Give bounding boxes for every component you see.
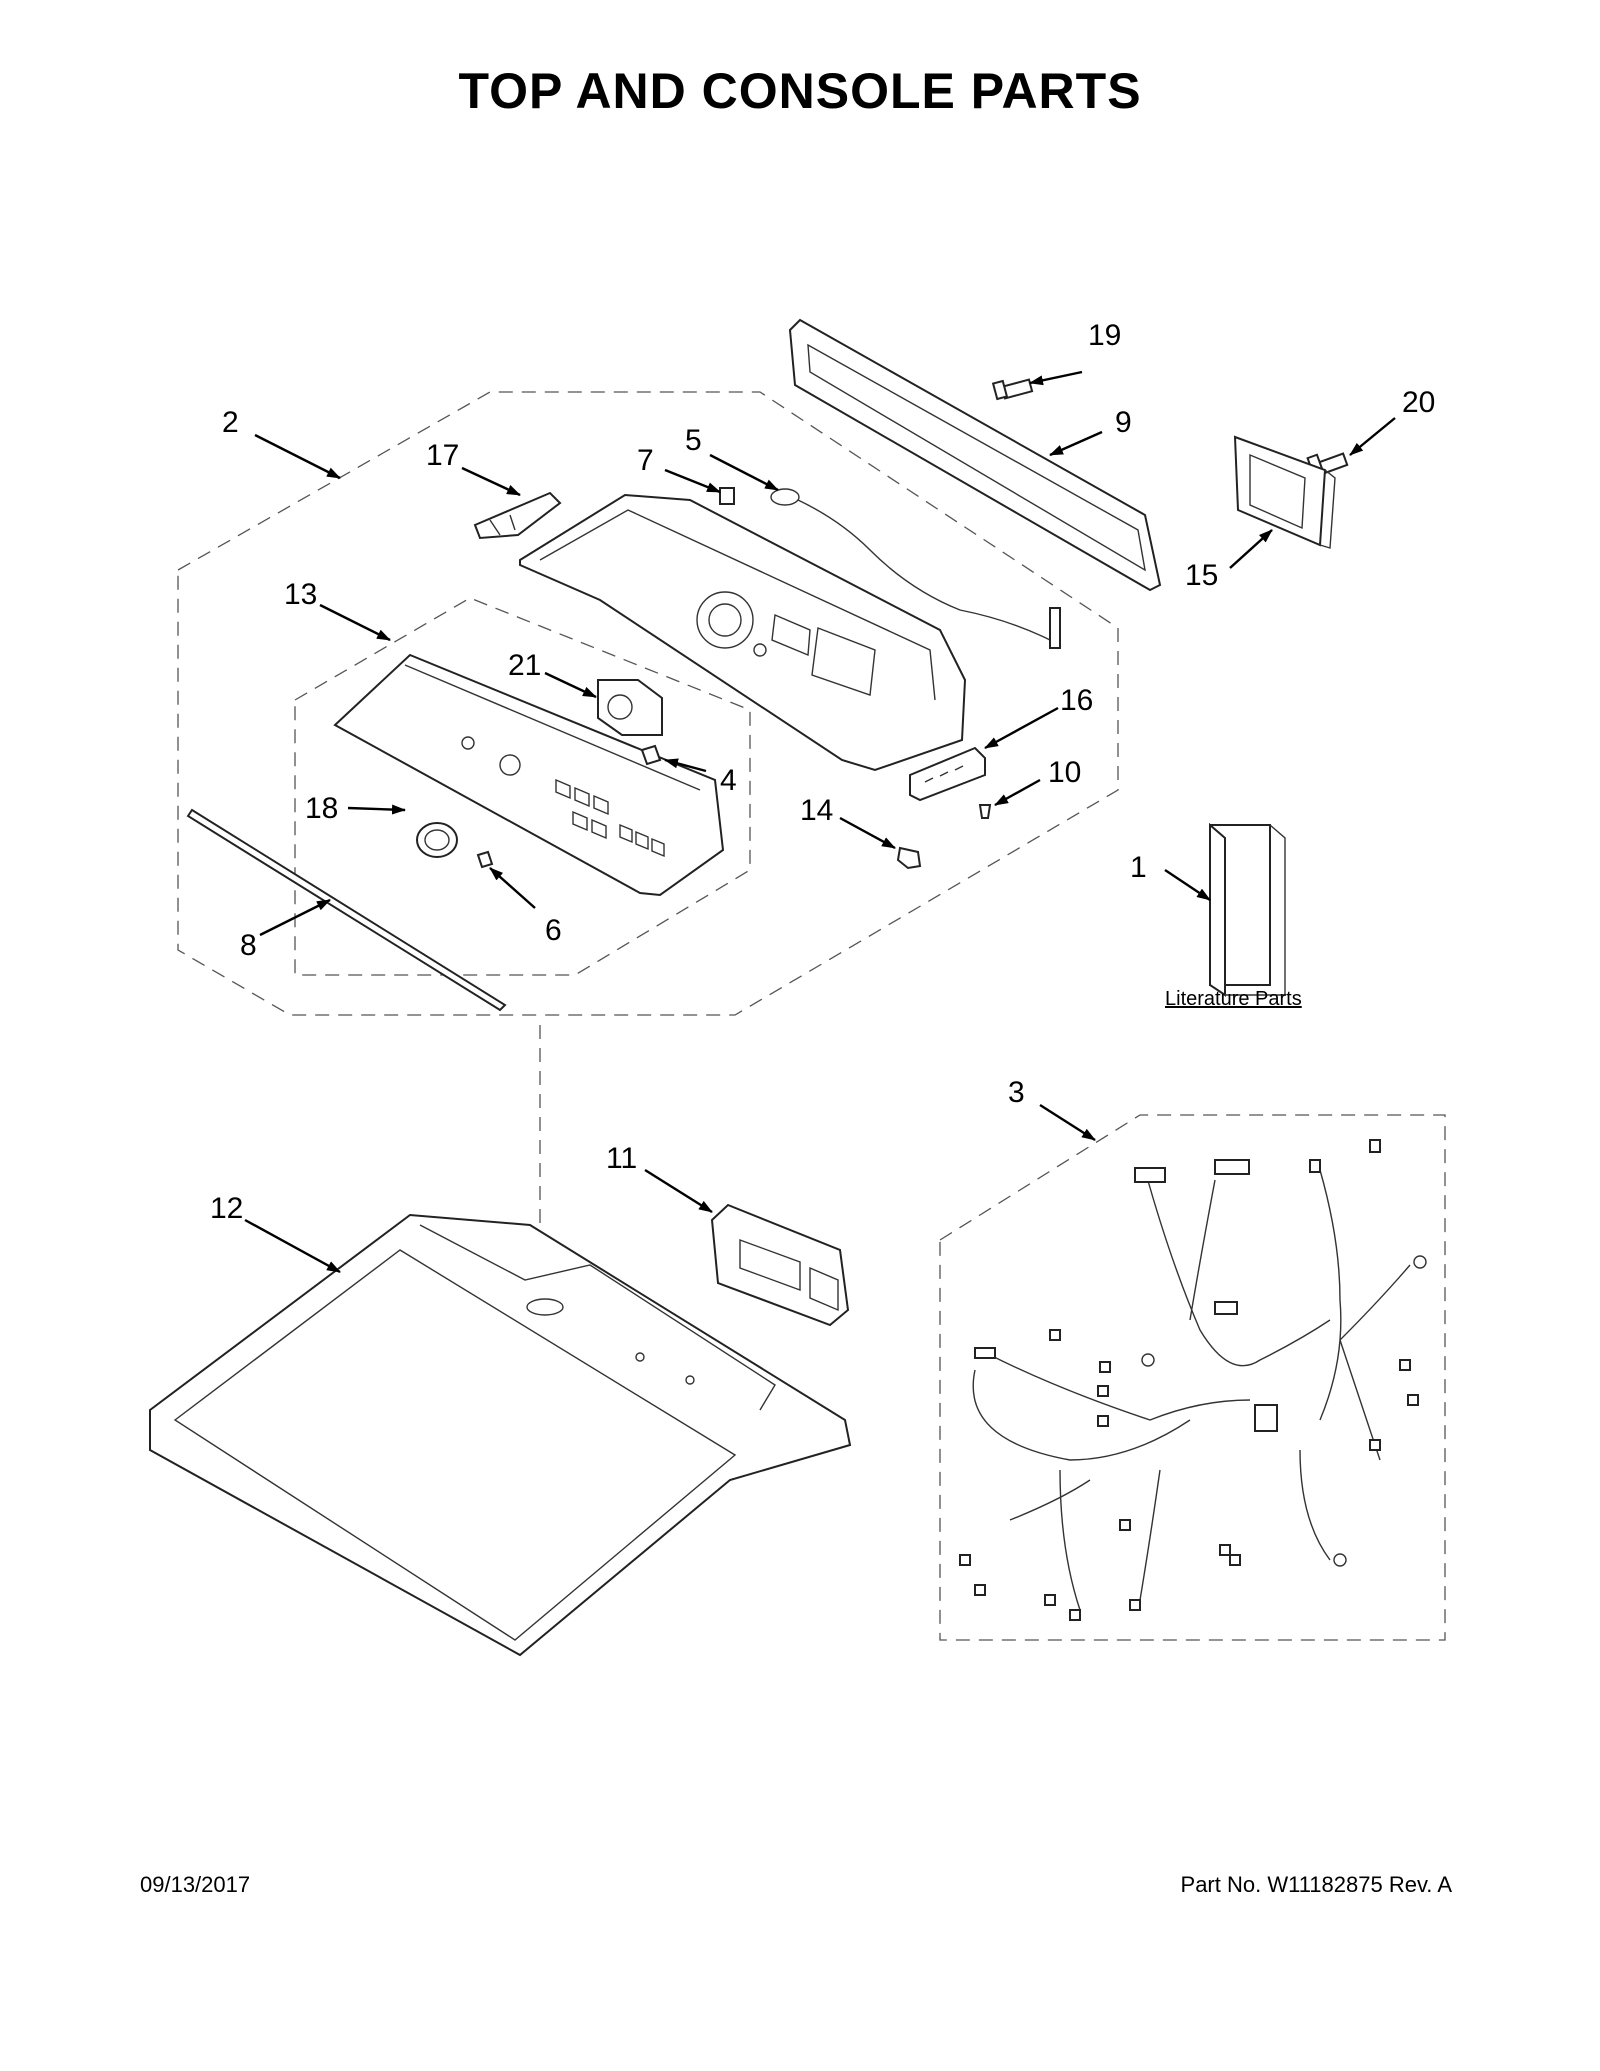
console-housing bbox=[519, 493, 967, 772]
part-18-knob-ring bbox=[416, 822, 458, 858]
callout-6: 6 bbox=[545, 914, 562, 947]
part-16-bracket bbox=[909, 746, 986, 802]
callout-7: 7 bbox=[637, 444, 654, 477]
callout-8: 8 bbox=[240, 929, 257, 962]
part-11-control-board bbox=[710, 1203, 850, 1327]
part-9-trim bbox=[788, 318, 1162, 592]
literature-parts-label: Literature Parts bbox=[1165, 988, 1302, 1010]
callout-arrows bbox=[244, 370, 1396, 1274]
part-3-wire-harness bbox=[959, 1139, 1427, 1621]
part-8-strip bbox=[186, 808, 507, 1012]
callout-16: 16 bbox=[1060, 684, 1093, 717]
callout-11: 11 bbox=[606, 1142, 637, 1175]
console-assembly-outline bbox=[177, 391, 1119, 1016]
part-1-literature bbox=[1209, 822, 1286, 997]
callout-2: 2 bbox=[222, 406, 239, 439]
part-19-screw bbox=[991, 378, 1034, 401]
callout-13: 13 bbox=[284, 578, 317, 611]
callout-17: 17 bbox=[426, 439, 459, 472]
part-6-knob bbox=[476, 850, 494, 869]
part-14-clip bbox=[896, 846, 922, 870]
footer-date: 09/13/2017 bbox=[140, 1872, 251, 1897]
callout-5: 5 bbox=[685, 424, 702, 457]
callout-21: 21 bbox=[508, 649, 541, 682]
callout-4: 4 bbox=[720, 764, 737, 797]
part-12-top-panel bbox=[149, 1213, 852, 1657]
part-10-screw bbox=[978, 804, 992, 819]
page-title: TOP AND CONSOLE PARTS bbox=[458, 63, 1142, 119]
part-5-wire bbox=[770, 488, 1061, 649]
callout-20: 20 bbox=[1402, 386, 1435, 419]
callout-15: 15 bbox=[1185, 559, 1218, 592]
callout-12: 12 bbox=[210, 1192, 243, 1225]
callout-1: 1 bbox=[1130, 851, 1147, 884]
callout-14: 14 bbox=[800, 794, 833, 827]
wire-harness-outline bbox=[939, 1114, 1446, 1641]
part-21-module bbox=[597, 679, 663, 736]
part-17-bracket bbox=[473, 491, 562, 540]
callout-3: 3 bbox=[1008, 1076, 1025, 1109]
part-7-clip bbox=[719, 487, 735, 505]
callout-18: 18 bbox=[305, 792, 338, 825]
harness-connectors bbox=[959, 1139, 1419, 1621]
callout-9: 9 bbox=[1115, 406, 1132, 439]
footer-part-number: Part No. W11182875 Rev. A bbox=[1180, 1872, 1452, 1897]
callout-19: 19 bbox=[1088, 319, 1121, 352]
part-15-bracket bbox=[1233, 435, 1336, 549]
callout-10: 10 bbox=[1048, 756, 1081, 789]
part-13-panel bbox=[333, 653, 725, 897]
part-4-knob bbox=[640, 744, 662, 766]
